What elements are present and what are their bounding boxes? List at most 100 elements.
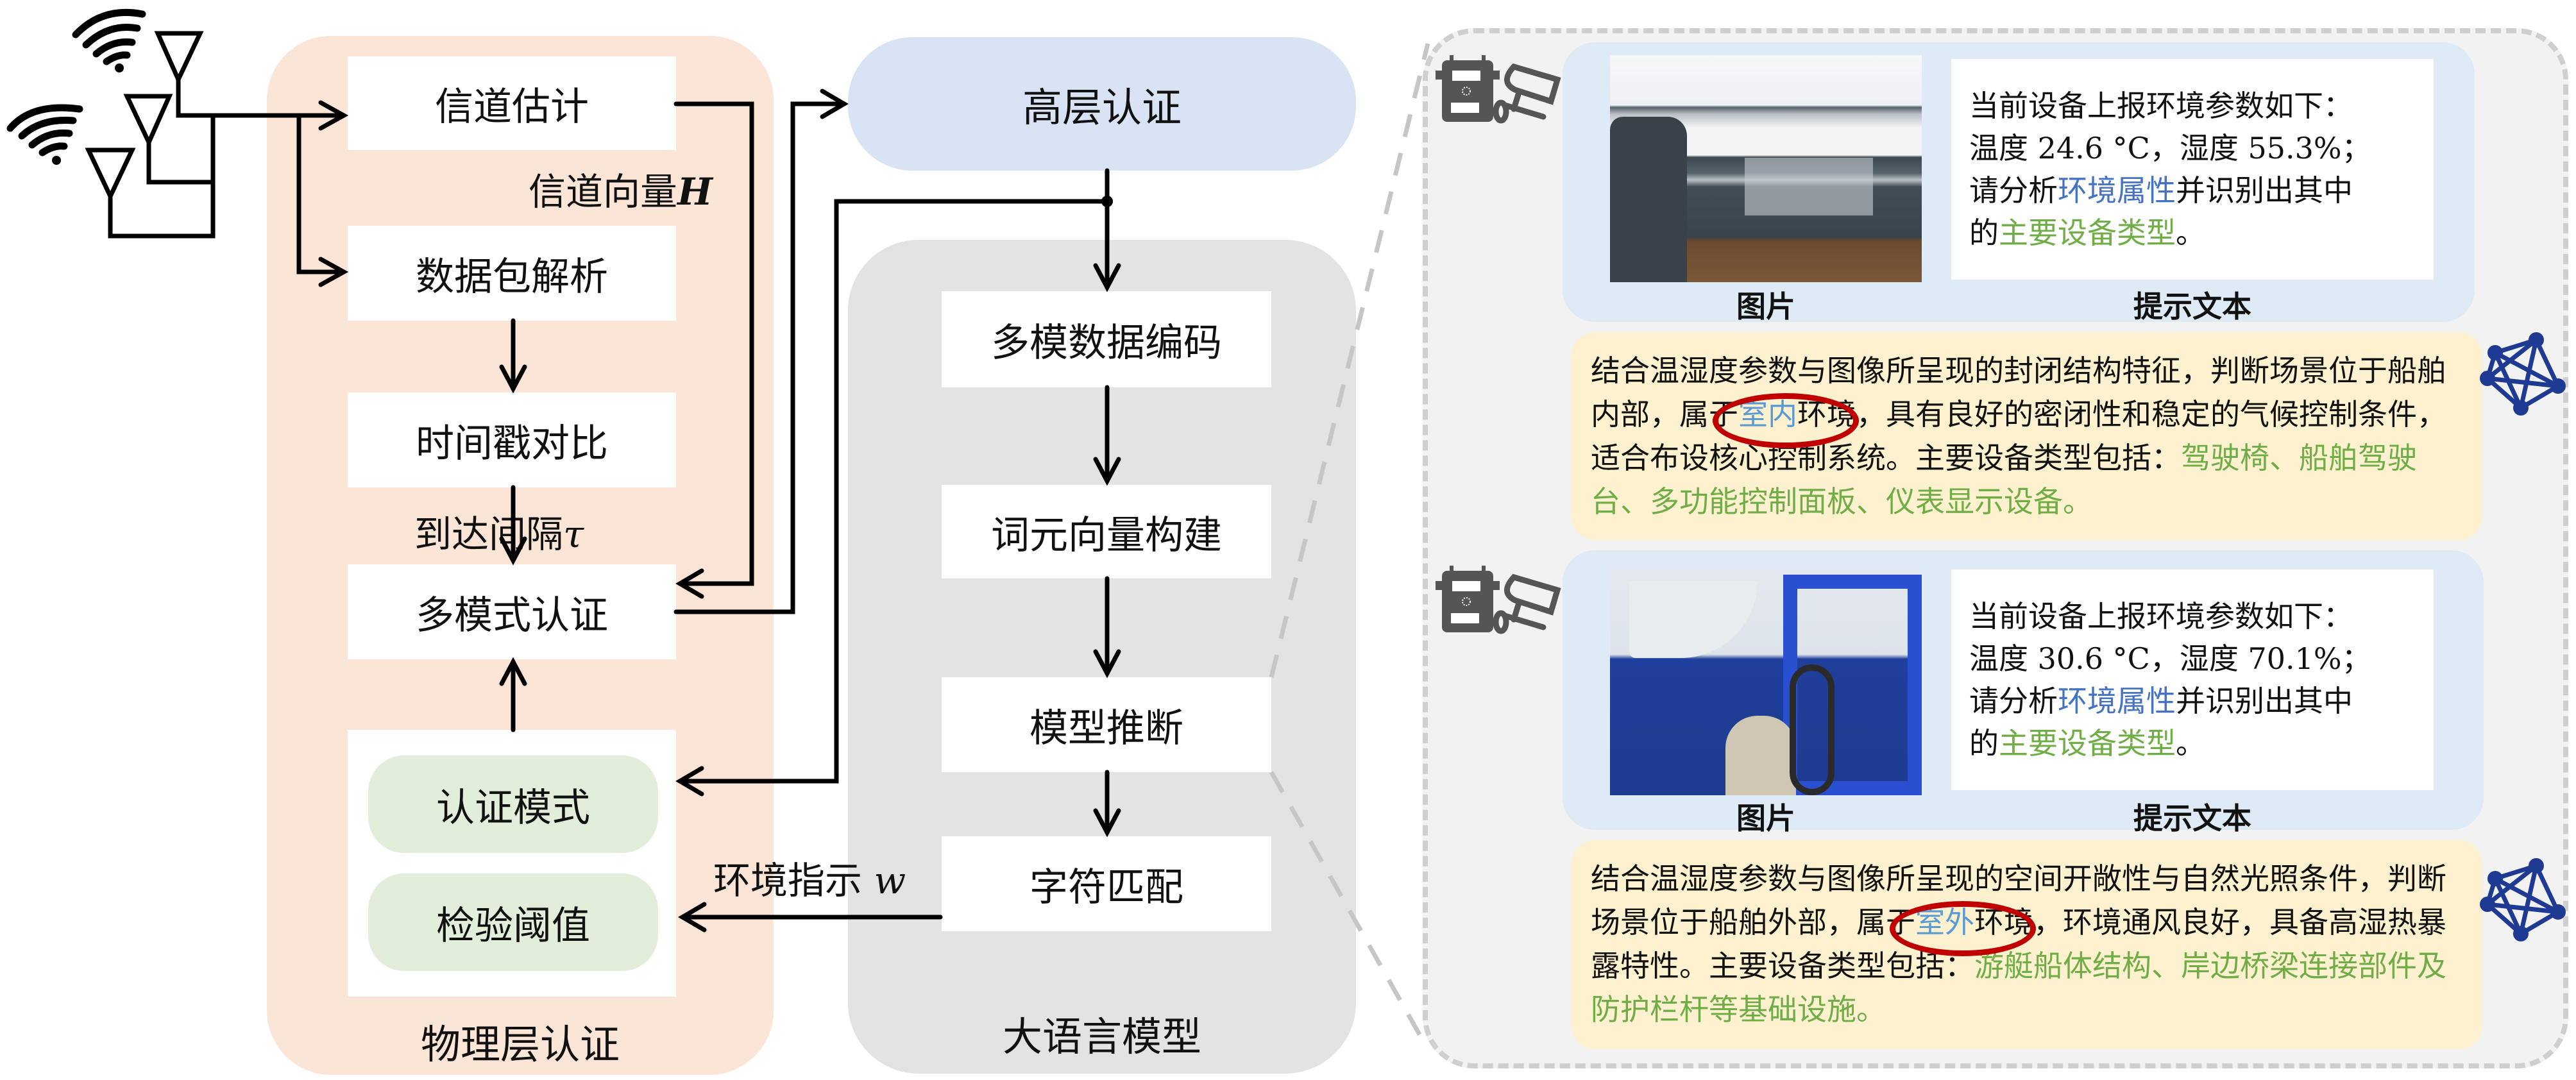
answer-devices: 游艇船体结构、岸边桥梁连接部件及防护栏杆等基础设施。 (1591, 949, 2446, 1027)
arrow-head-high-layer (820, 89, 849, 119)
example-1-photo (1610, 55, 1922, 282)
llm-step-token-vector-label: 词元向量构建 (991, 512, 1222, 558)
zoom-line-top (1269, 43, 1430, 678)
arrow-head-channel-estimation (318, 100, 349, 131)
prompt-text: 并识别出其中 (2176, 684, 2353, 718)
timestamp-compare-box: 时间戳对比 (348, 392, 676, 487)
answer-env-suffix: 环境 (1974, 905, 2033, 940)
console-shape (1745, 158, 1873, 215)
prompt-text: 的 (1969, 726, 1999, 761)
prompt-text: 的 (1969, 215, 1999, 250)
prompt-line: 的主要设备类型。 (1969, 722, 2418, 764)
prompt-line: 当前设备上报环境参数如下： (1969, 599, 2353, 634)
arrow-head-threshold (678, 902, 707, 932)
answer-text: ，具有良好的密闭性和稳定的气候控制条件，适合布设核心控制系统。主要设备类型包括： (1591, 397, 2446, 475)
answer-devices: 驾驶椅、船舶驾驶台、多功能控制面板、仪表显示设备。 (1591, 441, 2417, 519)
antenna-array-icon (6, 8, 216, 239)
answer-env-suffix: 环境 (1797, 397, 1856, 432)
arrival-interval-symbol: τ (563, 512, 584, 556)
rope-bollard-shape (1725, 716, 1796, 795)
ship-hull-shape (1629, 581, 1758, 658)
arrow-head-multimodal-up (499, 657, 527, 686)
example-2-prompt-box: 当前设备上报环境参数如下： 温度 30.6 °C，湿度 70.1%； 请分析环境… (1951, 570, 2434, 790)
channel-vector-label: 信道向量H (529, 162, 713, 215)
example-2-image-caption: 图片 (1736, 801, 1795, 836)
network-graph-icon (2480, 332, 2566, 416)
env-indicator-symbol: w (874, 859, 906, 902)
example-1-answer-box: 结合温湿度参数与图像所呈现的封闭结构特征，判断场景位于船舶内部，属于室内环境，具… (1572, 332, 2482, 540)
channel-vector-to-multimodal (674, 101, 754, 586)
arrow-head-timestamp (499, 364, 527, 394)
packet-parsing-label: 数据包解析 (416, 254, 608, 300)
arrow-head-packet-parsing (318, 257, 349, 287)
high-layer-auth-box: 高层认证 (848, 37, 1356, 171)
llm-step-token-vector: 词元向量构建 (942, 485, 1271, 578)
prompt-line: 请分析环境属性并识别出其中 (1969, 680, 2418, 722)
channel-vector-text: 信道向量 (529, 170, 678, 214)
antenna-icon (85, 148, 136, 202)
network-graph-icon (2480, 858, 2566, 941)
wifi-signal-icon (6, 104, 83, 156)
multimodal-auth-label: 多模式认证 (416, 593, 608, 638)
channel-vector-symbol: H (677, 170, 713, 214)
prompt-line: 请分析环境属性并识别出其中 (1969, 169, 2418, 212)
feed-to-packet-parsing (296, 113, 346, 274)
example-2-prompt-caption: 提示文本 (2133, 801, 2251, 836)
sensor-camera-icon (1436, 566, 1561, 634)
example-2-photo (1610, 568, 1922, 795)
llm-step-inference-label: 模型推断 (1030, 705, 1183, 751)
prompt-highlight-device: 主要设备类型 (1999, 726, 2176, 761)
arrow-head-match (1093, 808, 1121, 838)
example-1-prompt-box: 当前设备上报环境参数如下： 温度 24.6 °C，湿度 55.3%； 请分析环境… (1951, 59, 2434, 280)
answer-env-highlight: 室内环境 (1713, 393, 1859, 448)
packet-parsing-box: 数据包解析 (348, 226, 676, 321)
channel-estimation-label: 信道估计 (435, 84, 589, 130)
auth-mode-label: 认证模式 (436, 785, 590, 831)
sensor-camera-icon (1436, 55, 1561, 124)
llm-step-char-match-label: 字符匹配 (1030, 865, 1183, 910)
llm-step-encoding: 多模数据编码 (942, 291, 1271, 387)
answer-env-highlight: 室外环境 (1890, 901, 2036, 956)
llm-step-inference: 模型推断 (942, 677, 1271, 772)
prompt-text: 请分析 (1969, 684, 2058, 718)
example-1-prompt-caption: 提示文本 (2133, 289, 2251, 324)
cable-coil-shape (1790, 664, 1835, 795)
prompt-text: 。 (2176, 215, 2205, 250)
antenna-icon (154, 31, 204, 85)
auth-mode-pill: 认证模式 (368, 755, 658, 853)
arrival-interval-text: 到达间隔 (414, 512, 564, 556)
answer-env-value: 室内 (1738, 397, 1797, 432)
high-layer-auth-label: 高层认证 (1022, 84, 1182, 131)
arrow-head-inference (1093, 649, 1121, 679)
channel-estimation-box: 信道估计 (348, 56, 676, 150)
arrow-head-multimodal-down (499, 536, 527, 566)
env-indicator-text: 环境指示 (713, 859, 863, 902)
prompt-highlight-env: 环境属性 (2058, 684, 2176, 718)
junction-dot (1101, 196, 1113, 207)
zoom-line-bottom (1269, 771, 1430, 1050)
prompt-highlight-env: 环境属性 (2058, 173, 2176, 208)
test-threshold-label: 检验阈值 (436, 903, 590, 949)
example-1-image-caption: 图片 (1736, 289, 1795, 324)
arrow-head-token (1093, 457, 1121, 486)
answer-env-value: 室外 (1915, 905, 1974, 940)
prompt-line: 温度 24.6 °C，湿度 55.3%； (1969, 131, 2371, 165)
arrow-head-encoding (1093, 263, 1121, 292)
prompt-text: 。 (2176, 726, 2205, 761)
prompt-text: 并识别出其中 (2176, 173, 2353, 208)
chair-shape (1610, 117, 1687, 282)
example-2-answer-box: 结合温湿度参数与图像所呈现的空间开敞性与自然光照条件，判断场景位于船舶外部，属于… (1572, 840, 2482, 1049)
llm-step-encoding-label: 多模数据编码 (991, 320, 1222, 366)
physical-layer-title: 物理层认证 (420, 1021, 620, 1068)
test-threshold-pill: 检验阈值 (368, 873, 658, 971)
prompt-highlight-device: 主要设备类型 (1999, 215, 2176, 250)
multimodal-auth-box: 多模式认证 (348, 564, 676, 659)
answer-text: 结合温湿度参数与图像所呈现的空间开敞性与自然光照条件，判断场景位于船舶外部，属于 (1591, 861, 2446, 940)
wifi-signal-icon (72, 8, 146, 65)
antenna-icon (123, 94, 173, 148)
llm-step-char-match: 字符匹配 (942, 836, 1271, 931)
env-indicator-label: 环境指示 w (713, 850, 906, 904)
arrow-head-auth-mode (675, 766, 704, 797)
prompt-text: 请分析 (1969, 173, 2058, 208)
